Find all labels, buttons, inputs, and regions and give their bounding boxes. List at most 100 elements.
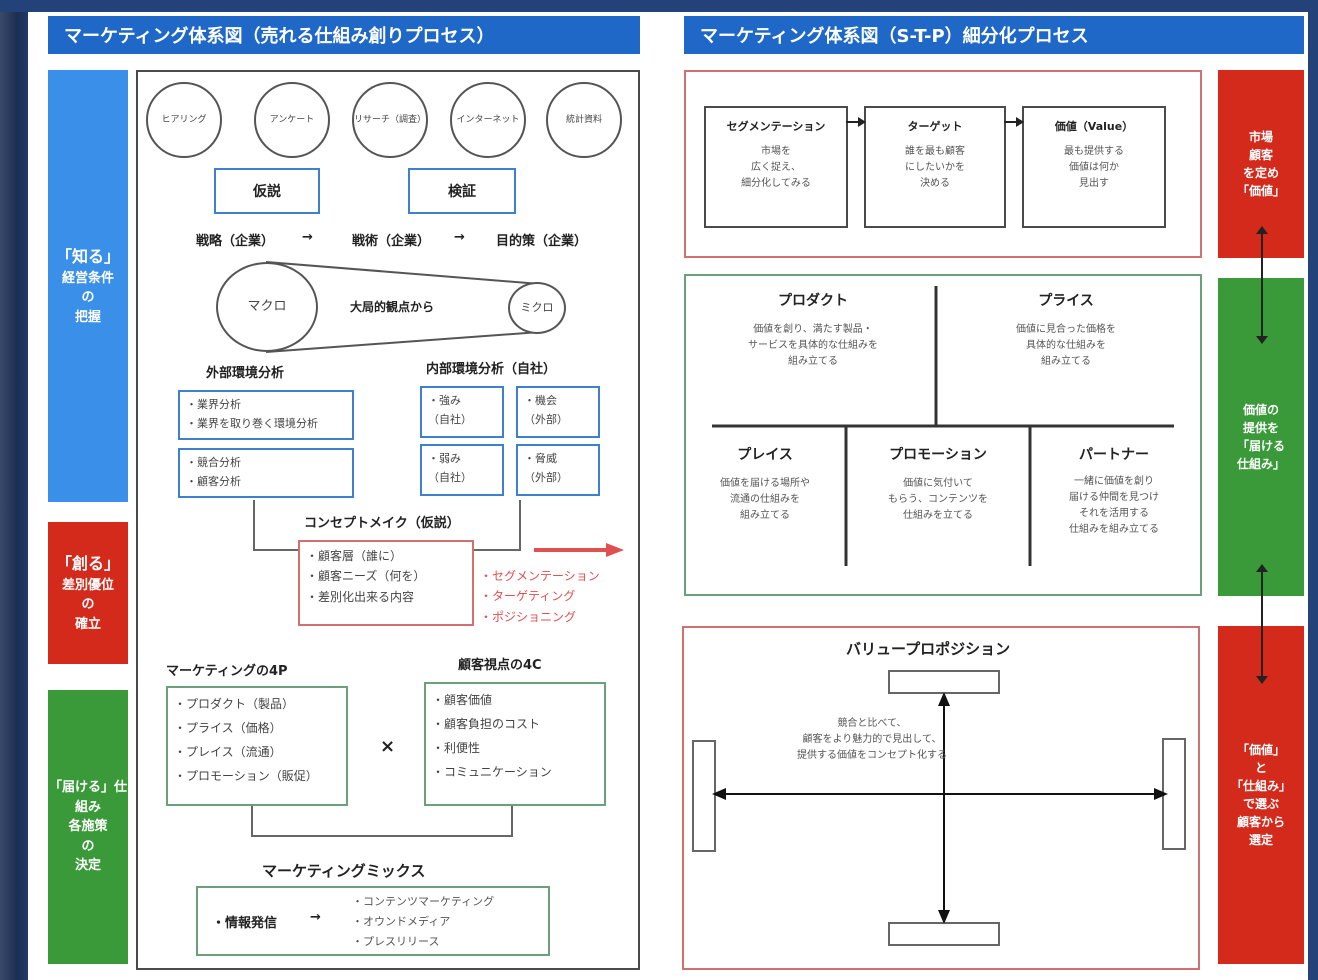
right-panel-header: マーケティング体系図（S-T-P）細分化プロセス [684,16,1304,54]
flow-arrow-icon: → [454,230,465,245]
stp-box-title: ターゲット [907,120,963,133]
side-label-deliver-title: 「届ける」仕組み [48,780,127,815]
right-side-label-line: と [1254,761,1267,775]
side-label-know-line: 経営条件 [61,270,114,286]
right-side-label-line: 顧客 [1248,148,1273,162]
four-c-box: ・顧客価値 ・顧客負担のコスト ・利便性 ・コミュニケーション [424,682,606,806]
marketing-mix-box: ・情報発信 → ・コンテンツマーケティング ・オウンドメディア ・プレスリリース [196,886,550,956]
side-label-know-line: 把握 [74,309,101,325]
side-label-create-line: 差別優位 [61,577,114,593]
side-label-create-line: の [81,597,95,613]
side-label-deliver: 「届ける」仕組み 各施策 の 決定 [48,690,128,964]
research-circle-internet: インターネット [450,82,526,158]
marketing-mix-title: マーケティングミックス [262,862,426,880]
right-side-label-line: 選定 [1248,833,1273,847]
stp-box-text: 最も提供する 価値は何か 見出す [1064,146,1124,189]
stp-box-title: セグメンテーション [726,120,826,133]
side-label-create: 「創る」 差別優位 の 確立 [48,522,128,664]
side-label-know-title: 「知る」 [55,246,120,266]
stp-box-text: 市場を 広く捉え、 細分化してみる [741,146,811,189]
right-side-label-line: 顧客から [1236,815,1285,829]
flow-tactics: 戦術（企業） [352,234,431,249]
mix-grid-lines [712,286,1174,566]
left-diagram-container [136,70,640,970]
mix-cell-promotion: プロモーション 価値に気付いて もらう、コンテンツを 仕組みを立てる [852,444,1024,524]
mix-connector [251,806,513,837]
mix-cell-title: プロモーション [889,447,987,463]
flow-objective: 目的策（企業） [496,234,588,249]
right-side-label-line: 「価値」 [1236,743,1285,757]
internal-analysis-box: ・弱み （自社） [420,444,504,496]
external-analysis-title: 外部環境分析 [206,366,285,381]
stp-list-item: ・ポジショニング [480,609,577,624]
right-side-connector-arrows [1256,226,1268,684]
external-analysis-box: ・業界分析 ・業界を取り巻く環境分析 [178,390,354,440]
mix-cell-text: 価値に気付いて もらう、コンテンツを 仕組みを立てる [888,478,988,521]
side-label-know-line: の [81,290,95,306]
four-p-box: ・プロダクト（製品） ・プライス（価格） ・プレイス（流通） ・プロモーション（… [166,686,348,806]
mix-cell-product: プロダクト 価値を創り、満たす製品・ サービスを具体的な仕組みを 組み立てる [700,290,926,370]
side-label-deliver-line: の [81,838,95,854]
mix-cell-text: 価値を届ける場所や 流通の仕組みを 組み立てる [720,478,810,521]
mix-cell-place: プレイス 価値を届ける場所や 流通の仕組みを 組み立てる [690,444,840,524]
verification-box: 検証 [408,168,516,214]
window-frame-top [0,0,1318,12]
mix-cell-price: プライス 価値に見合った価格を 具体的な仕組みを 組み立てる [946,290,1186,370]
flow-strategy: 戦略（企業） [196,234,275,249]
flow-arrow-icon: → [302,230,313,245]
internal-analysis-box: ・機会 （外部） [516,386,600,438]
four-c-title: 顧客視点の4C [458,658,542,673]
left-panel-header: マーケティング体系図（売れる仕組み創りプロセス） [48,16,640,54]
stp-box-value: 価値（Value） 最も提供する 価値は何か 見出す [1022,106,1166,228]
right-side-label-value: 市場 顧客 を定め 「価値」 [1218,70,1304,258]
info-arrow-icon: → [310,910,321,925]
stp-box-target: ターゲット 誰を最も顧客 にしたいかを 決める [864,106,1006,228]
window-frame-right [1308,0,1318,980]
vp-axis-label-left [692,740,716,852]
internal-analysis-box: ・強み （自社） [420,386,504,438]
external-analysis-box: ・競合分析 ・顧客分析 [178,448,354,498]
right-side-label-line: 「仕組み」 [1230,779,1291,793]
window-frame-left [0,0,28,980]
mix-cell-title: パートナー [1079,447,1149,463]
info-list-item: ・プレスリリース [352,934,440,948]
macro-circle: マクロ [216,262,318,352]
internal-analysis-title: 内部環境分析（自社） [426,362,557,377]
mix-cell-text: 価値を創り、満たす製品・ サービスを具体的な仕組みを 組み立てる [748,324,878,367]
research-circle-statistics: 統計資料 [546,82,622,158]
red-arrow-icon [534,543,624,557]
stp-box-segmentation: セグメンテーション 市場を 広く捉え、 細分化してみる [704,106,848,228]
right-side-label-line: 「価値」 [1236,184,1285,198]
mix-cell-title: プライス [1038,293,1094,309]
four-p-title: マーケティングの4P [166,664,288,679]
value-proposition-text: 競合と比べて、 顧客をより魅力的で見出して、 提供する価値をコンセプト化する [797,718,947,761]
mix-grid-container [684,274,1202,596]
research-circle-hearing: ヒアリング [146,82,222,158]
hypothesis-box: 仮説 [214,168,320,214]
positioning-map-axes [712,692,1168,924]
info-list-item: ・コンテンツマーケティング [352,895,495,908]
times-icon: × [380,736,396,757]
right-side-label-line: を定め [1242,166,1279,180]
info-list-item: ・オウンドメディア [352,914,451,928]
research-circle-survey: アンケート [254,82,330,158]
micro-circle: ミクロ [508,282,566,334]
stp-box-text: 誰を最も顧客 にしたいかを 決める [905,146,965,189]
stp-box-title: 価値（Value） [1054,120,1134,133]
right-side-label-line: 価値の [1242,403,1279,417]
macro-micro-label: 大局的観点から [350,300,435,314]
side-label-deliver-line: 各施策 [68,819,108,835]
right-side-label-line: で選ぶ [1242,797,1279,811]
side-label-create-line: 確立 [74,616,101,632]
concept-connector [253,500,521,551]
mix-cell-text: 一緒に価値を創り 届ける仲間を見つけ それを活用する 仕組みを組み立てる [1069,476,1159,535]
info-list: ・コンテンツマーケティング ・オウンドメディア ・プレスリリース [352,892,494,951]
macro-micro-connector [265,261,541,353]
stp-list: ・セグメンテーション ・ターゲティング ・ポジショニング [480,566,600,627]
mix-cell-text: 価値に見合った価格を 具体的な仕組みを 組み立てる [1016,324,1116,367]
mix-cell-partner: パートナー 一緒に価値を創り 届ける仲間を見つけ それを活用する 仕組みを組み立… [1034,444,1194,538]
right-side-label-line: 「届ける [1236,439,1285,453]
stp-list-item: ・ターゲティング [480,589,576,604]
research-circle-research: リサーチ（調査） [352,82,428,158]
stp-list-item: ・セグメンテーション [480,569,600,583]
